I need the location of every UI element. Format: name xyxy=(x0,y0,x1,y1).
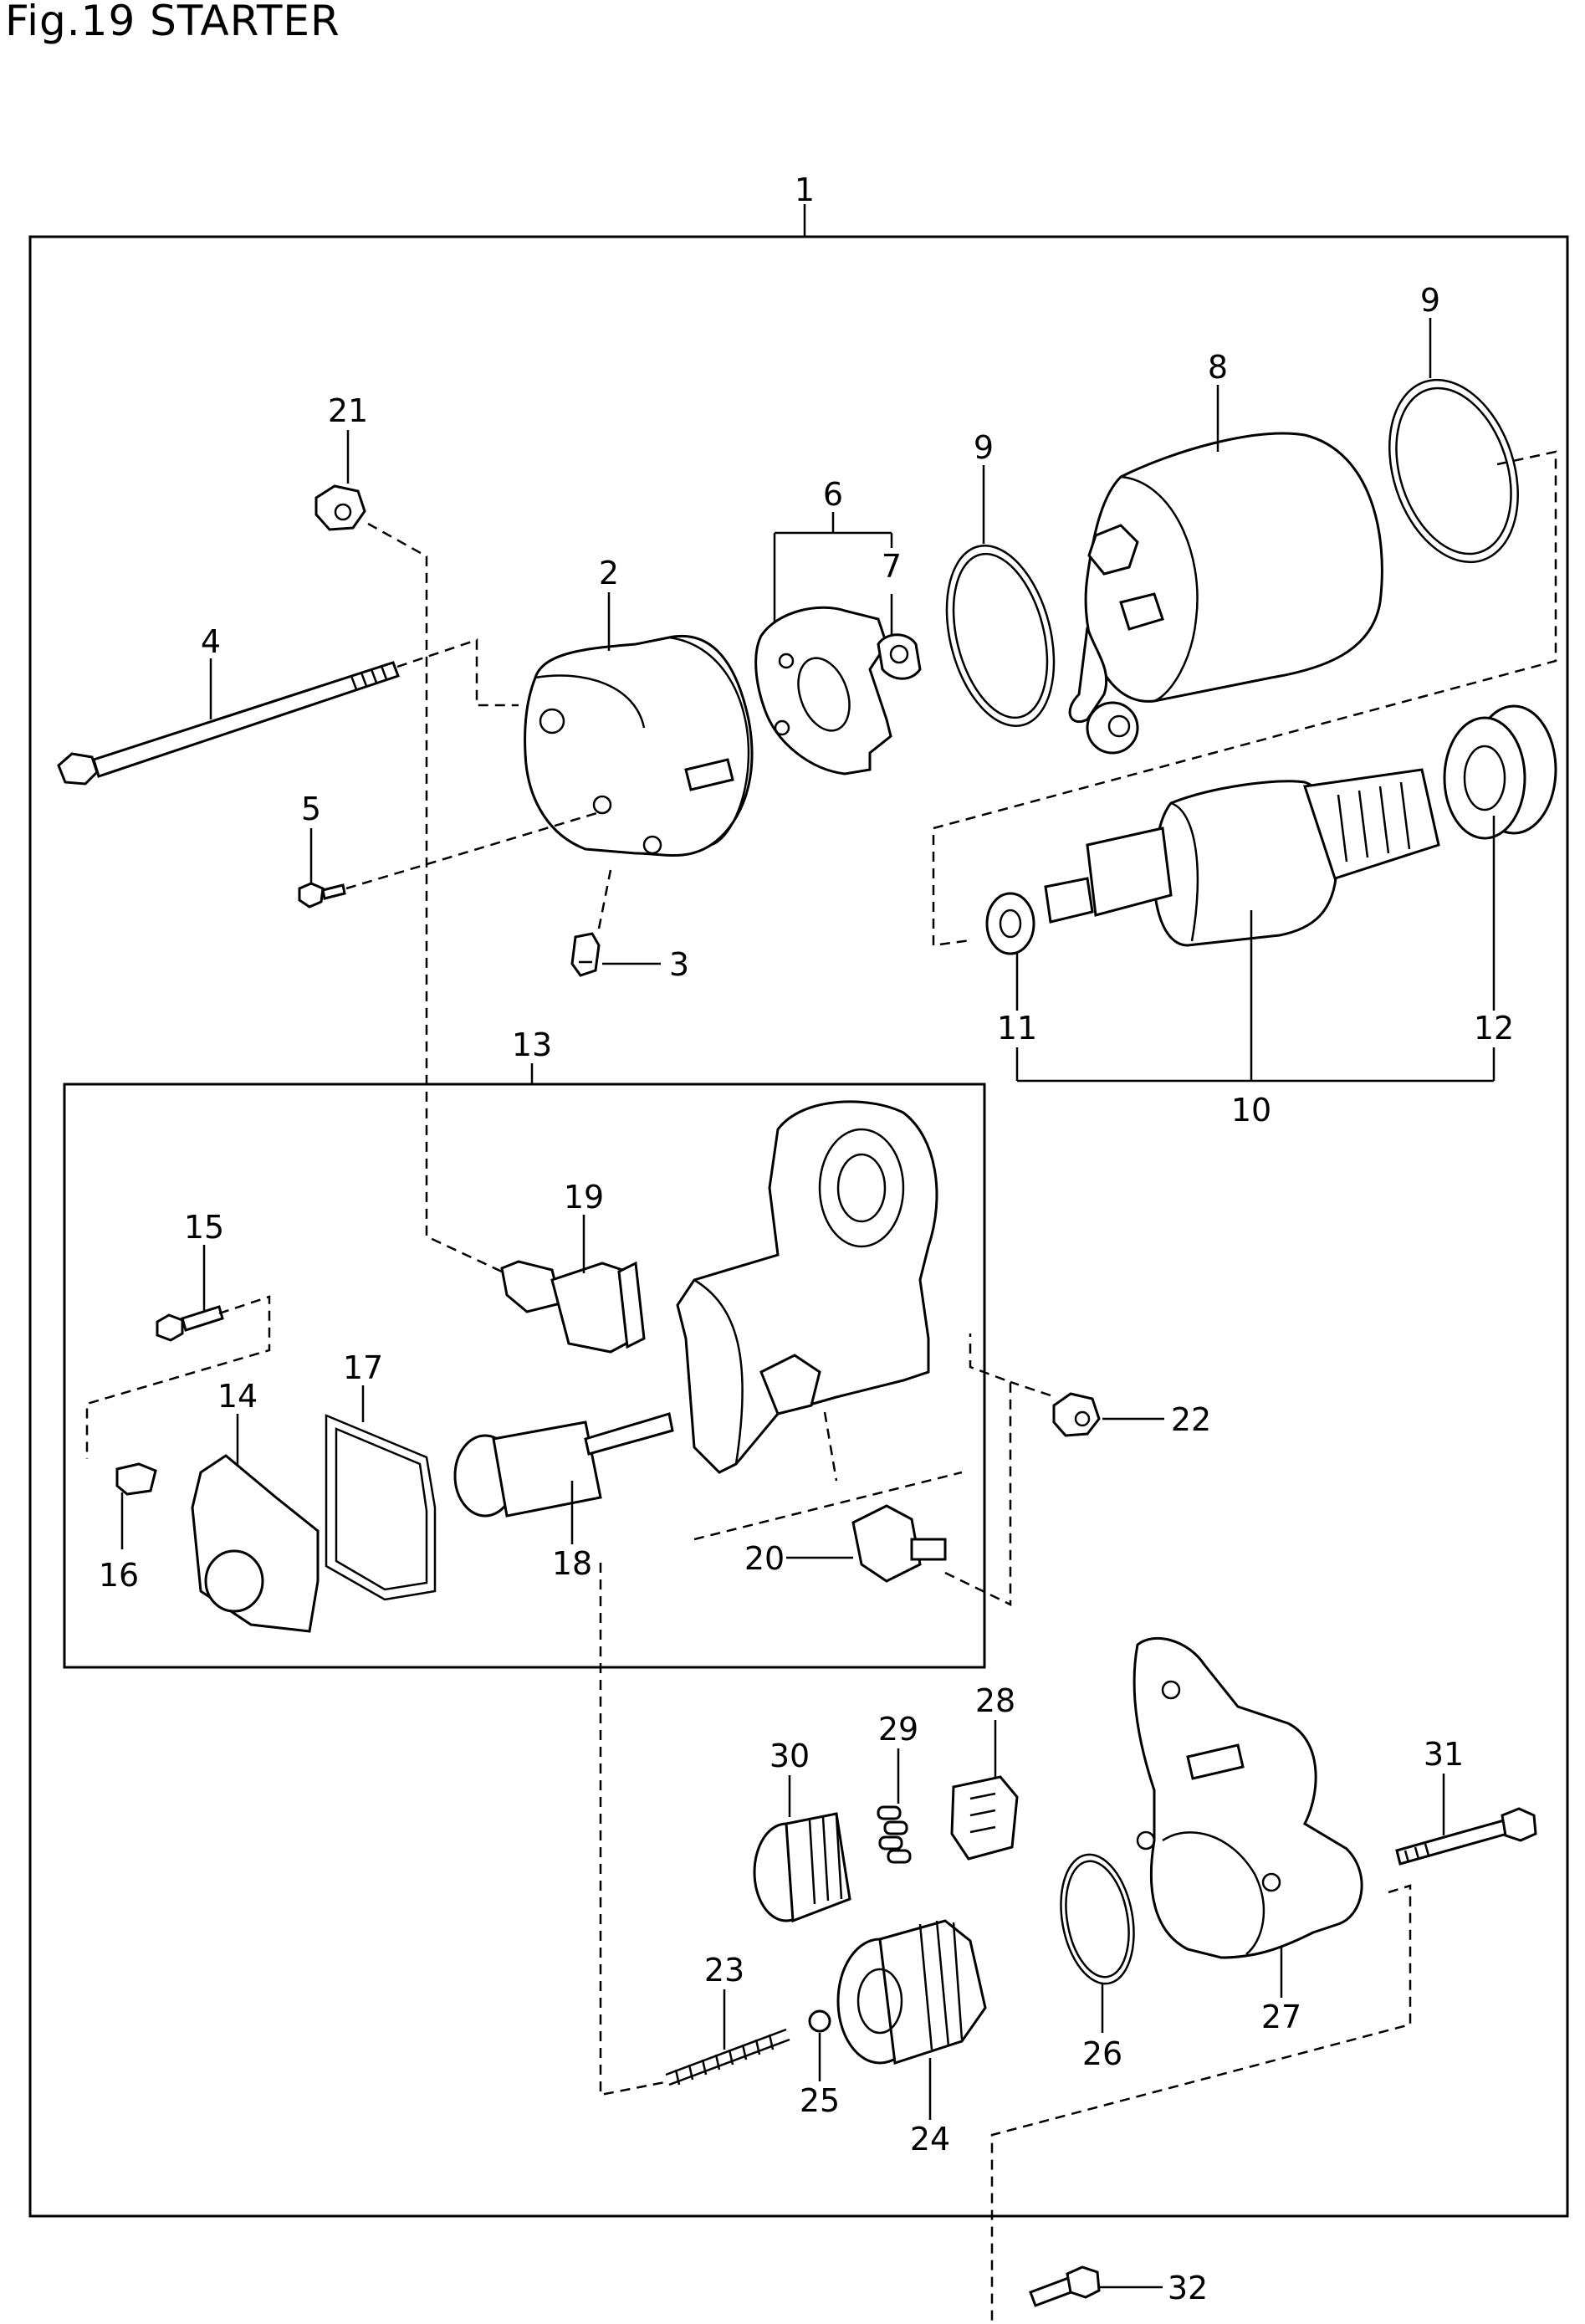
rollers-part-29 xyxy=(877,1805,912,1864)
clip-part-16 xyxy=(115,1462,157,1496)
pinion-gear-part-24 xyxy=(836,1919,987,2065)
label-25: 25 xyxy=(800,2082,840,2119)
terminal-part-20 xyxy=(851,1504,947,1583)
label-9-left: 9 xyxy=(974,429,994,466)
bolt-part-31 xyxy=(1395,1807,1537,1866)
nut-part-21 xyxy=(314,484,366,531)
figure-title: Fig.19 STARTER xyxy=(5,0,340,45)
label-19: 19 xyxy=(564,1179,604,1216)
label-14: 14 xyxy=(217,1378,258,1415)
terminal-part-3 xyxy=(570,932,601,977)
armature-part-10 xyxy=(1044,768,1440,947)
label-11: 11 xyxy=(997,1010,1037,1047)
label-12: 12 xyxy=(1474,1010,1514,1047)
label-3: 3 xyxy=(669,946,689,983)
label-8: 8 xyxy=(1208,349,1228,386)
label-6: 6 xyxy=(823,476,843,513)
o-ring-part-9-left xyxy=(945,545,1056,727)
assembly-box xyxy=(28,235,1569,2218)
brush-holder-part-6 xyxy=(754,606,892,776)
o-ring-part-26 xyxy=(1060,1853,1135,1985)
label-16: 16 xyxy=(99,1557,139,1594)
label-26: 26 xyxy=(1082,2035,1122,2072)
label-18: 18 xyxy=(552,1545,592,1582)
label-7: 7 xyxy=(882,548,902,585)
bolt-part-32 xyxy=(1029,2265,1101,2307)
label-21: 21 xyxy=(328,392,368,429)
ball-part-25 xyxy=(808,2009,831,2033)
label-13: 13 xyxy=(512,1026,552,1063)
label-5: 5 xyxy=(301,791,321,827)
label-31: 31 xyxy=(1424,1736,1464,1773)
label-1: 1 xyxy=(795,171,815,208)
label-27: 27 xyxy=(1261,1999,1301,2035)
label-20: 20 xyxy=(744,1540,785,1577)
yoke-part-8 xyxy=(1068,432,1383,755)
label-32: 32 xyxy=(1168,2270,1208,2306)
spring-part-23 xyxy=(665,2028,790,2086)
nut-part-22 xyxy=(1052,1392,1101,1437)
label-29: 29 xyxy=(878,1711,918,1748)
end-frame-part-2 xyxy=(524,635,754,857)
screw-part-5 xyxy=(298,882,346,909)
label-17: 17 xyxy=(343,1349,383,1386)
bearing-part-11 xyxy=(985,892,1035,955)
gasket-part-17 xyxy=(325,1414,437,1601)
label-28: 28 xyxy=(975,1682,1015,1719)
terminal-part-19 xyxy=(500,1260,646,1354)
label-10: 10 xyxy=(1231,1092,1271,1129)
o-ring-part-9-right xyxy=(1388,378,1519,564)
bolt-part-15 xyxy=(156,1305,224,1342)
retainer-part-28 xyxy=(950,1775,1019,1861)
label-15: 15 xyxy=(184,1209,224,1246)
clutch-gear-part-30 xyxy=(753,1812,851,1923)
label-24: 24 xyxy=(910,2121,950,2158)
solenoid-housing xyxy=(676,1100,938,1474)
drive-housing-part-27 xyxy=(1133,1637,1363,1959)
label-22: 22 xyxy=(1171,1401,1211,1438)
plunger-part-18 xyxy=(453,1412,674,1518)
label-4: 4 xyxy=(201,623,221,660)
subassembly-box xyxy=(63,1083,986,1669)
label-9-right: 9 xyxy=(1420,282,1440,319)
label-30: 30 xyxy=(769,1738,810,1774)
label-23: 23 xyxy=(704,1952,744,1989)
bearing-part-12 xyxy=(1443,704,1557,840)
through-bolt-part-4 xyxy=(57,661,400,786)
label-2: 2 xyxy=(599,555,619,591)
cover-part-14 xyxy=(191,1454,320,1633)
spring-part-7 xyxy=(877,633,922,680)
